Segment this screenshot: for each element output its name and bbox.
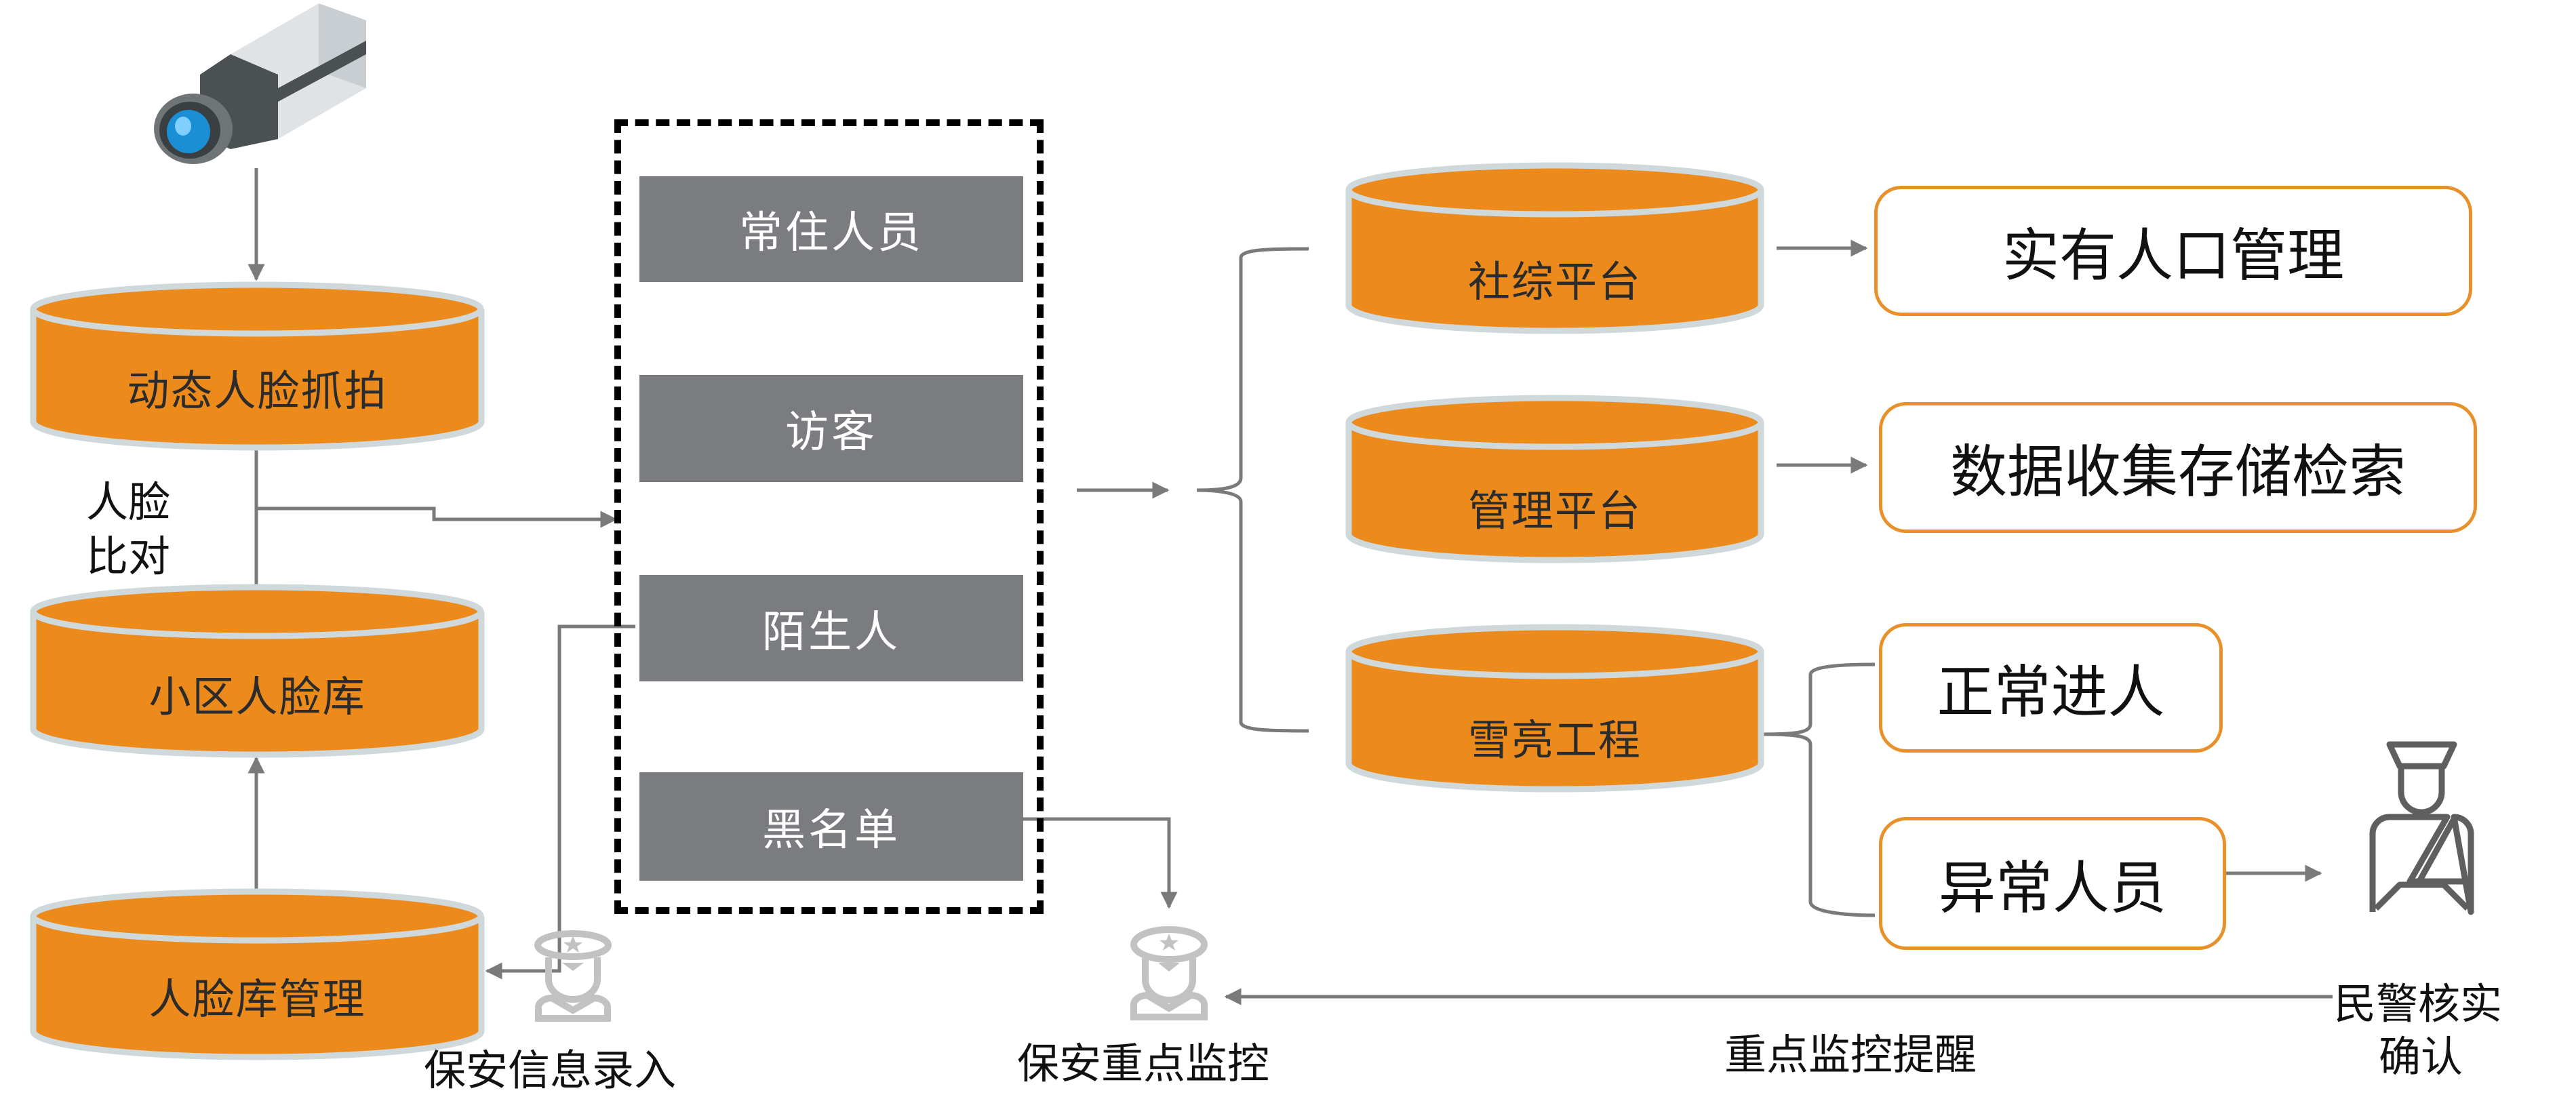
security-guard-icon <box>1128 925 1210 1020</box>
result-population-management: 实有人口管理 <box>1874 186 2472 316</box>
alert-label: 重点监控提醒 <box>1724 1030 1977 1079</box>
social-platform-label: 社综平台 <box>1467 257 1642 306</box>
result-normal-entry: 正常进人 <box>1879 623 2223 753</box>
category-blacklist: 黑名单 <box>639 772 1023 881</box>
police-label-line2: 确认 <box>2379 1032 2463 1081</box>
category-visitor: 访客 <box>639 375 1023 482</box>
cylinder-capture: 动态人脸抓拍 <box>30 281 485 451</box>
management-platform-label: 管理平台 <box>1467 486 1642 536</box>
xueliang-project-label: 雪亮工程 <box>1467 715 1642 765</box>
arrow-blacklist-to-guard <box>1023 817 1178 909</box>
security-guard-icon <box>532 930 614 1022</box>
cylinder-xueliang-project: 雪亮工程 <box>1345 624 1764 793</box>
result-abnormal-person: 异常人员 <box>1879 817 2226 950</box>
platform-brace <box>1196 247 1309 733</box>
guard-monitor-label: 保安重点监控 <box>1017 1039 1270 1088</box>
capture-label: 动态人脸抓拍 <box>127 366 388 416</box>
cylinder-community-db: 小区人脸库 <box>30 584 485 758</box>
category-resident: 常住人员 <box>639 176 1023 282</box>
arrow-stranger-to-management <box>485 624 635 980</box>
result-data-storage: 数据收集存储检索 <box>1879 402 2477 533</box>
xueliang-brace <box>1762 662 1876 917</box>
police-label-line1: 民警核实 <box>2334 979 2503 1029</box>
arrow-compare-to-categories <box>256 506 618 528</box>
compare-label-line1: 人脸 <box>86 477 171 527</box>
cylinder-management-platform: 管理平台 <box>1345 395 1764 563</box>
category-group <box>614 119 1044 914</box>
db-management-label: 人脸库管理 <box>148 974 366 1024</box>
security-camera-icon <box>149 0 366 166</box>
police-officer-icon <box>2359 739 2484 922</box>
community-db-label: 小区人脸库 <box>148 672 366 721</box>
cylinder-social-platform: 社综平台 <box>1345 162 1764 334</box>
category-stranger: 陌生人 <box>639 575 1023 681</box>
compare-label-line2: 比对 <box>86 532 171 581</box>
cylinder-db-management: 人脸库管理 <box>30 888 485 1060</box>
guard-entry-label: 保安信息录入 <box>424 1045 677 1095</box>
